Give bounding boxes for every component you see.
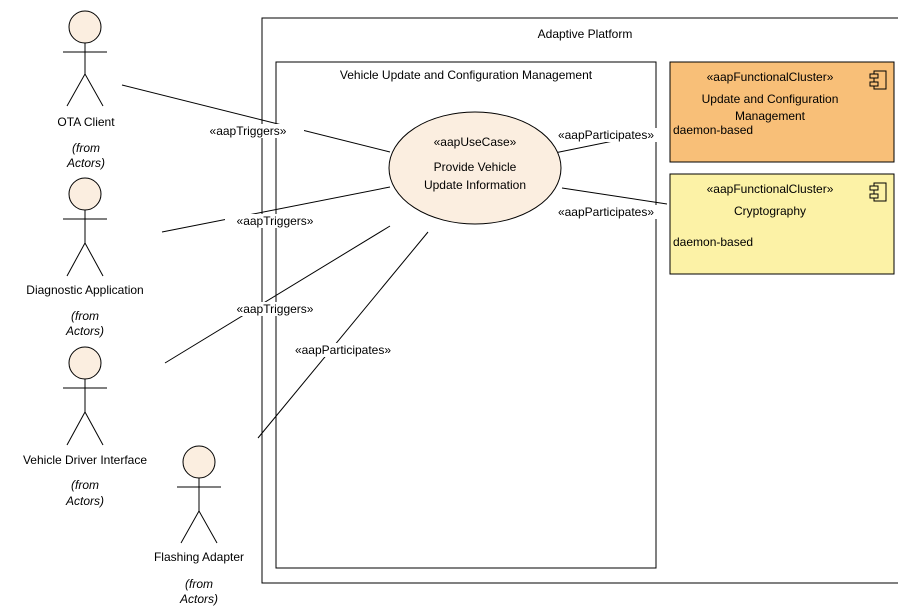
actor-label: Vehicle Driver Interface bbox=[23, 453, 147, 467]
connection-labels: «aapTriggers» «aapTriggers» «aapTriggers… bbox=[192, 124, 668, 357]
connection-label: «aapParticipates» bbox=[558, 128, 654, 142]
actor-label: Diagnostic Application bbox=[26, 283, 143, 297]
connector-crypto-cluster bbox=[561, 187, 668, 205]
component-title-line1: Cryptography bbox=[734, 204, 806, 218]
actor-head bbox=[182, 445, 216, 479]
component-note: daemon-based bbox=[673, 235, 753, 249]
connection-label: «aapTriggers» bbox=[237, 302, 314, 316]
component-box bbox=[669, 61, 895, 163]
connector-vehicle-driver-interface bbox=[164, 225, 391, 364]
usecase-provide-vehicle-update-information: «aapUseCase» Provide Vehicle Update Info… bbox=[388, 111, 562, 225]
component-title-line2: Management bbox=[735, 109, 806, 123]
connector-flashing-adapter bbox=[257, 231, 429, 439]
actor-from-label: (from bbox=[71, 478, 99, 492]
component-box bbox=[669, 173, 895, 275]
actor-head bbox=[68, 10, 102, 44]
component-cryptography: «aapFunctionalCluster» Cryptography daem… bbox=[669, 173, 895, 275]
component-stereotype: «aapFunctionalCluster» bbox=[707, 70, 834, 84]
actor-head bbox=[68, 346, 102, 380]
vucm-label: Vehicle Update and Configuration Managem… bbox=[340, 68, 593, 82]
connection-label: «aapTriggers» bbox=[237, 214, 314, 228]
component-icon bbox=[869, 182, 887, 202]
component-stereotype: «aapFunctionalCluster» bbox=[707, 182, 834, 196]
component-title-line1: Update and Configuration bbox=[702, 92, 839, 106]
adaptive-platform-label: Adaptive Platform bbox=[538, 27, 633, 41]
actor-label: Flashing Adapter bbox=[154, 550, 244, 564]
actor-head bbox=[68, 177, 102, 211]
actor-diagnostic-application bbox=[63, 177, 107, 277]
usecase-ellipse bbox=[388, 111, 562, 225]
actor-ota-client bbox=[63, 10, 107, 107]
actor-vehicle-driver-interface bbox=[63, 346, 107, 446]
actor-from-label: (from bbox=[185, 577, 213, 591]
actor-from-label: Actors) bbox=[66, 156, 105, 170]
component-update-and-configuration-management: «aapFunctionalCluster» Update and Config… bbox=[669, 61, 895, 163]
connection-label: «aapParticipates» bbox=[295, 343, 391, 357]
actor-from-label: (from bbox=[71, 309, 99, 323]
connection-label: «aapTriggers» bbox=[210, 124, 287, 138]
connection-label: «aapParticipates» bbox=[558, 205, 654, 219]
actor-from-label: (from bbox=[72, 141, 100, 155]
connector-ota-client bbox=[121, 84, 391, 153]
actor-from-label: Actors) bbox=[65, 494, 104, 508]
component-note: daemon-based bbox=[673, 123, 753, 137]
actor-from-label: Actors) bbox=[179, 592, 218, 606]
actor-label: OTA Client bbox=[57, 115, 115, 129]
component-icon bbox=[869, 70, 887, 90]
usecase-stereotype: «aapUseCase» bbox=[434, 135, 517, 149]
adaptive-platform-boundary: Adaptive Platform bbox=[261, 17, 898, 584]
connector-diagnostic-application bbox=[161, 186, 391, 233]
actor-from-label: Actors) bbox=[65, 324, 104, 338]
actor-flashing-adapter bbox=[177, 445, 221, 544]
usecase-title-line2: Update Information bbox=[424, 178, 526, 192]
usecase-title-line1: Provide Vehicle bbox=[434, 160, 517, 174]
